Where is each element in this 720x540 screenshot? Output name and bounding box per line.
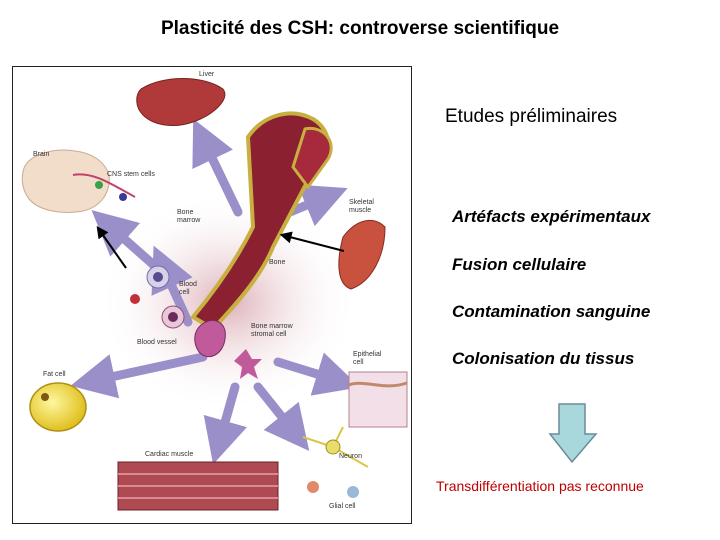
arrow-to-liver (192, 118, 243, 217)
cns-stem-cell (95, 181, 103, 189)
label-liver: Liver (199, 71, 215, 78)
neuron-shape (325, 439, 341, 455)
label-neuron: Neuron (339, 453, 362, 460)
arrow-to-cardiac (203, 382, 248, 465)
point-blood-contamination: Contamination sanguine (452, 302, 651, 321)
down-arrow-shape (548, 403, 598, 464)
stromal-cell-2 (234, 349, 262, 379)
fat-cell-shape (29, 382, 87, 432)
label-glial-cell: Glial cell (329, 503, 356, 510)
label-blood-cell: Blood cell (179, 281, 197, 296)
arrow-to-epithelial (273, 352, 361, 396)
label-stromal-cell: Bone marrow stromal cell (251, 323, 293, 338)
arrow-to-neuron (253, 382, 310, 452)
glial-cell-shape (307, 481, 319, 493)
blood-cell-1-nucleus (153, 272, 163, 282)
hsc-plasticity-figure: Liver Brain CNS stem cells Bone marrow S… (12, 66, 412, 524)
label-cns-stem-cells: CNS stem cells (107, 171, 155, 178)
label-cardiac-muscle: Cardiac muscle (145, 451, 194, 458)
label-skeletal-muscle: Skeletal muscle (349, 199, 374, 214)
point-tissue-colonization: Colonisation du tissus (452, 349, 635, 368)
stromal-cell-shape (194, 320, 226, 357)
subtitle: Etudes préliminaires (445, 106, 618, 127)
down-arrow-icon (548, 403, 598, 464)
label-blood-vessel: Blood vessel (137, 339, 177, 346)
point-experimental-artifacts: Artéfacts expérimentaux (452, 207, 651, 226)
liver-shape (136, 78, 226, 126)
label-brain: Brain (33, 151, 50, 158)
blood-cell-2-nucleus (168, 312, 178, 322)
skeletal-muscle-shape (338, 219, 386, 290)
label-bone-marrow: Bone marrow (177, 209, 201, 224)
cardiac-striations (118, 473, 278, 499)
red-blood-cell (130, 294, 140, 304)
cns-pathway (72, 173, 136, 198)
cns-stem-cell-2 (119, 193, 127, 201)
glial-cell-shape-2 (347, 486, 359, 498)
brain-shape (21, 149, 110, 213)
label-fat-cell: Fat cell (43, 371, 66, 378)
label-bone: Bone (269, 259, 286, 266)
point-cell-fusion: Fusion cellulaire (452, 255, 587, 274)
fat-cell-nucleus (41, 393, 49, 401)
epithelial-layer (348, 381, 408, 388)
arrow-to-fat (70, 352, 208, 399)
conclusion-text: Transdifférentiation pas reconnue (436, 478, 644, 494)
slide-title: Plasticité des CSH: controverse scientif… (160, 18, 560, 39)
epithelial-tissue (348, 371, 408, 428)
label-epithelial-cell: Epithelial cell (353, 351, 382, 366)
bone-head (291, 126, 333, 190)
